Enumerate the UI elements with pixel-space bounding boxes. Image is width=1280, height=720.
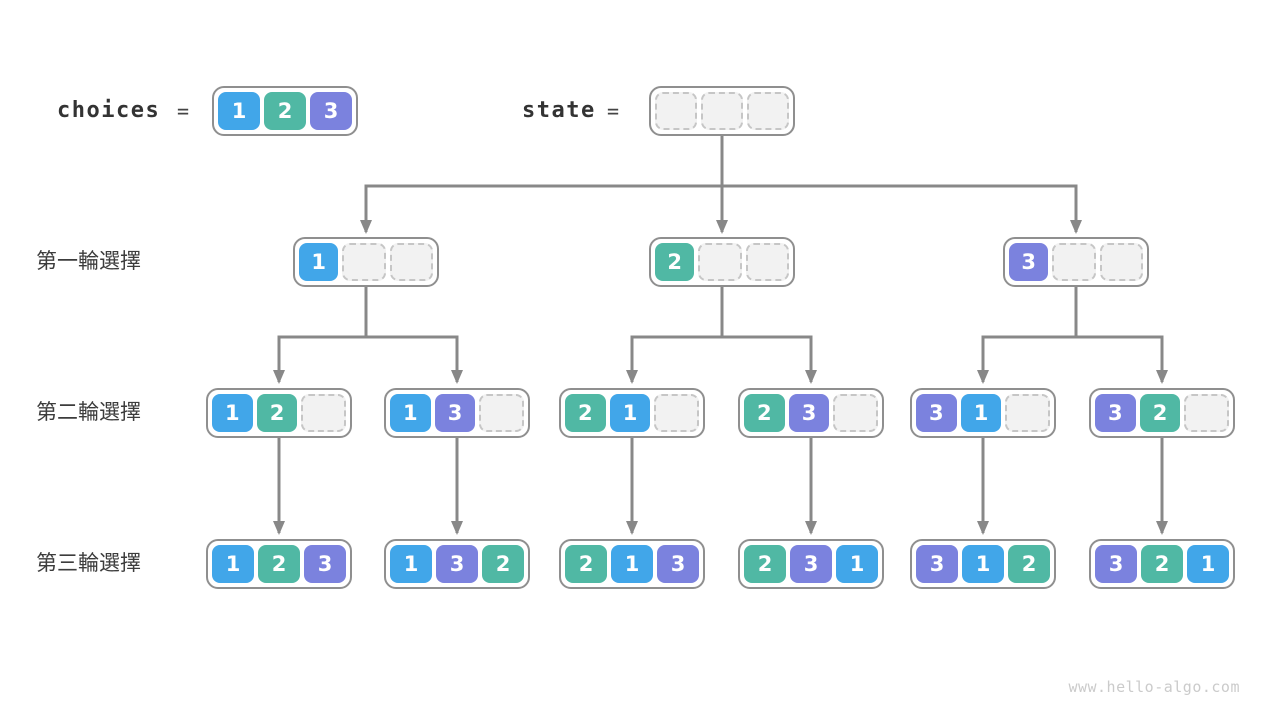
state-node-level1-1: 1: [293, 237, 439, 287]
empty-cell: [654, 394, 700, 432]
value-cell-3: 3: [436, 545, 478, 583]
value-cell-1: 1: [212, 394, 253, 432]
value-cell-3: 3: [790, 545, 832, 583]
value-cell-3: 3: [1009, 243, 1049, 281]
value-cell-3: 3: [434, 394, 476, 432]
empty-cell: [389, 243, 433, 281]
value-cell-1: 1: [609, 394, 651, 432]
choices-equals-sign: =: [177, 99, 190, 123]
empty-cell: [1005, 394, 1051, 432]
value-cell-2: 2: [482, 545, 524, 583]
empty-cell: [745, 243, 789, 281]
value-cell-3: 3: [788, 394, 830, 432]
value-cell-2: 2: [565, 394, 606, 432]
empty-cell: [655, 92, 697, 130]
value-cell-1: 1: [836, 545, 878, 583]
value-cell-1: 1: [390, 545, 432, 583]
value-cell-2: 2: [744, 545, 786, 583]
value-cell-1: 1: [962, 545, 1004, 583]
value-cell-1: 1: [390, 394, 431, 432]
value-cell-1: 1: [611, 545, 653, 583]
choices-label: choices: [57, 98, 161, 123]
value-cell-3: 3: [1095, 545, 1137, 583]
round-label-2: 第二輪選擇: [36, 401, 141, 424]
watermark: www.hello-algo.com: [1068, 678, 1240, 696]
state-node-level1-3: 3: [1003, 237, 1149, 287]
empty-cell: [747, 92, 789, 130]
state-node-level1-2: 2: [649, 237, 795, 287]
value-cell-1: 1: [299, 243, 339, 281]
value-cell-1: 1: [218, 92, 260, 130]
value-cell-3: 3: [310, 92, 352, 130]
value-cell-2: 2: [565, 545, 607, 583]
state-array: [649, 86, 795, 136]
value-cell-2: 2: [258, 545, 300, 583]
value-cell-2: 2: [264, 92, 306, 130]
state-label: state: [522, 98, 596, 123]
value-cell-2: 2: [744, 394, 785, 432]
value-cell-3: 3: [916, 394, 957, 432]
state-equals-sign: =: [607, 99, 620, 123]
value-cell-2: 2: [1141, 545, 1183, 583]
value-cell-1: 1: [960, 394, 1002, 432]
value-cell-3: 3: [916, 545, 958, 583]
value-cell-3: 3: [657, 545, 699, 583]
empty-cell: [1099, 243, 1143, 281]
round-label-1: 第一輪選擇: [36, 250, 141, 273]
empty-cell: [698, 243, 742, 281]
value-cell-3: 3: [1095, 394, 1136, 432]
empty-cell: [479, 394, 525, 432]
round-label-3: 第三輪選擇: [36, 552, 141, 575]
value-cell-1: 1: [1187, 545, 1229, 583]
value-cell-2: 2: [1139, 394, 1181, 432]
value-cell-2: 2: [1008, 545, 1050, 583]
empty-cell: [301, 394, 347, 432]
empty-cell: [1052, 243, 1096, 281]
empty-cell: [833, 394, 879, 432]
value-cell-2: 2: [655, 243, 695, 281]
value-cell-1: 1: [212, 545, 254, 583]
value-cell-3: 3: [304, 545, 346, 583]
empty-cell: [701, 92, 743, 130]
empty-cell: [1184, 394, 1230, 432]
empty-cell: [342, 243, 386, 281]
value-cell-2: 2: [256, 394, 298, 432]
